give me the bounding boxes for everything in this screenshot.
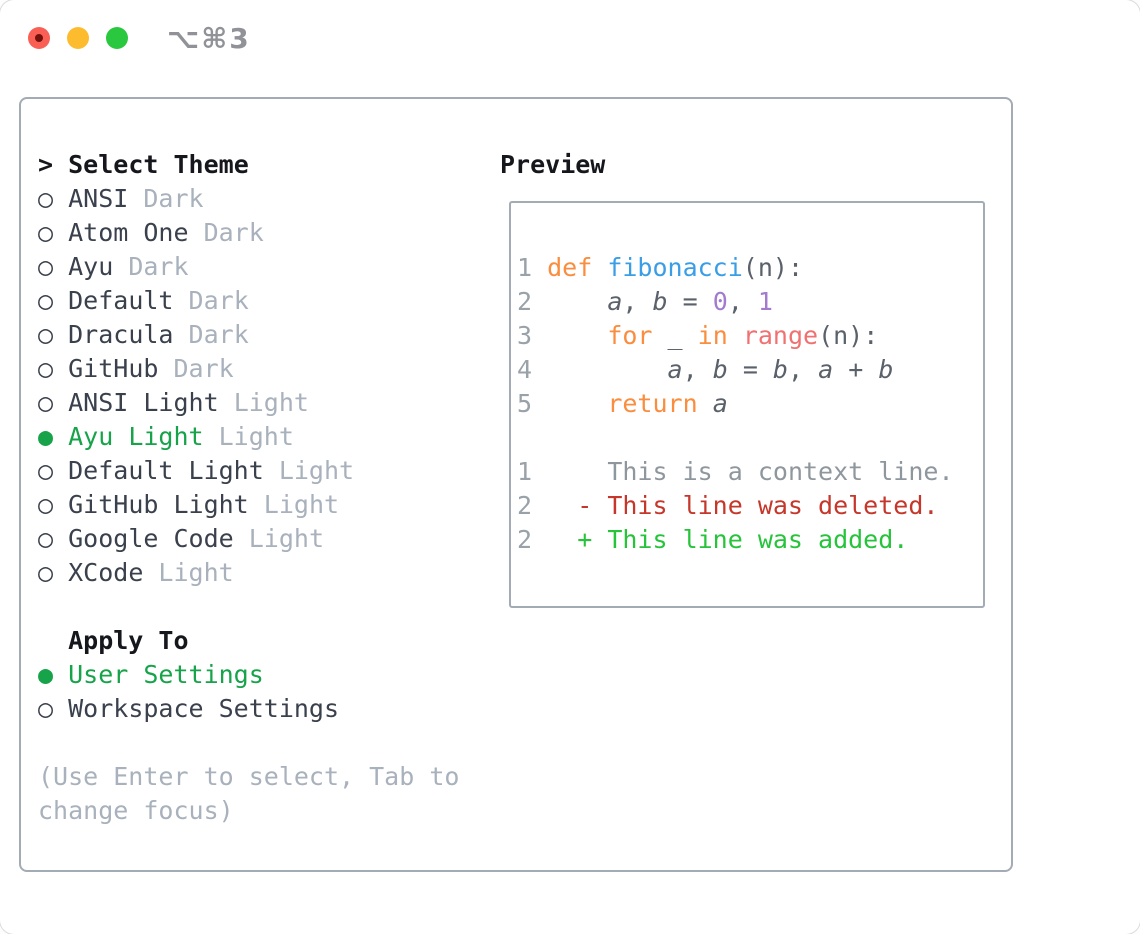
theme-option[interactable]: ○ Default Dark: [38, 286, 249, 315]
code-text: + This line was added.: [547, 525, 909, 554]
code-text: a, b = 0, 1: [607, 287, 773, 316]
code-text: a, b = b, a + b: [667, 355, 894, 384]
theme-picker-column: > Select Theme ○ ANSI Dark ○ Atom One Da…: [38, 148, 459, 828]
theme-option[interactable]: ○ GitHub Dark: [38, 354, 234, 383]
radio-icon: ○: [38, 558, 54, 587]
radio-icon: ○: [38, 184, 54, 213]
theme-option[interactable]: ○ ANSI Light Light: [38, 388, 309, 417]
code-text: - This line was deleted.: [547, 491, 939, 520]
spacer-row: [38, 726, 459, 760]
code-text: for _ in range(n):: [607, 321, 879, 350]
code-line: 2 a, b = 0, 1: [517, 285, 983, 319]
line-number: 2: [517, 287, 548, 316]
code-line: 2 - This line was deleted.: [517, 489, 983, 523]
theme-option[interactable]: ○ XCode Light: [38, 558, 234, 587]
code-line: 5 return a: [517, 387, 983, 421]
theme-option[interactable]: ○ Default Light Light: [38, 456, 355, 485]
hint-line-2: change focus): [38, 796, 234, 825]
radio-icon: ○: [38, 524, 54, 553]
code-line: 1 This is a context line.: [517, 455, 983, 489]
theme-option[interactable]: ○ Google Code Light: [38, 524, 324, 553]
theme-option[interactable]: ● Ayu Light Light: [38, 422, 294, 451]
radio-icon: ○: [38, 490, 54, 519]
apply-to-option[interactable]: ● User Settings: [38, 660, 264, 689]
traffic-lights: [28, 27, 128, 49]
radio-icon: ○: [38, 694, 54, 723]
window-shortcut-label: ⌥⌘3: [167, 22, 251, 55]
line-number: 1: [517, 457, 548, 486]
minimize-button[interactable]: [67, 27, 89, 49]
preview-box: 1 def fibonacci(n): 2 a, b = 0, 1 3 for …: [509, 201, 985, 608]
code-line: [517, 421, 983, 455]
theme-option[interactable]: ○ GitHub Light Light: [38, 490, 340, 519]
theme-option[interactable]: ○ Ayu Dark: [38, 252, 189, 281]
close-indicator-dot: [35, 34, 43, 42]
radio-icon: ●: [38, 422, 54, 451]
theme-list: ○ ANSI Dark ○ Atom One Dark ○ Ayu Dark ○…: [38, 182, 459, 590]
spacer-row: [38, 590, 459, 624]
theme-dialog-panel: > Select Theme ○ ANSI Dark ○ Atom One Da…: [19, 97, 1013, 872]
theme-option[interactable]: ○ Atom One Dark: [38, 218, 264, 247]
hint-line-1: (Use Enter to select, Tab to: [38, 762, 460, 791]
prompt-caret-icon: >: [38, 150, 54, 179]
radio-icon: ●: [38, 660, 54, 689]
code-text: return a: [607, 389, 728, 418]
code-text: This is a context line.: [547, 457, 954, 486]
title-bar: ⌥⌘3: [0, 0, 1140, 76]
line-number: 5: [517, 389, 548, 418]
radio-icon: ○: [38, 286, 54, 315]
line-number: 2: [517, 491, 548, 520]
line-number: 2: [517, 525, 548, 554]
preview-header: Preview: [500, 148, 605, 182]
apply-to-header: Apply To: [38, 624, 459, 658]
theme-option[interactable]: ○ ANSI Dark: [38, 184, 204, 213]
close-button[interactable]: [28, 27, 50, 49]
radio-icon: ○: [38, 388, 54, 417]
select-theme-header: > Select Theme: [38, 148, 459, 182]
select-theme-title: Select Theme: [68, 150, 249, 179]
radio-icon: ○: [38, 456, 54, 485]
theme-option[interactable]: ○ Dracula Dark: [38, 320, 249, 349]
line-number: 3: [517, 321, 548, 350]
code-line: 4 a, b = b, a + b: [517, 353, 983, 387]
preview-title: Preview: [500, 150, 606, 179]
code-text: def fibonacci(n):: [547, 253, 804, 282]
apply-to-list: ● User Settings ○ Workspace Settings: [38, 658, 459, 726]
code-line: 1 def fibonacci(n):: [517, 251, 983, 285]
line-number: 1: [517, 253, 548, 282]
line-number: 4: [517, 355, 548, 384]
radio-icon: ○: [38, 320, 54, 349]
apply-to-title: Apply To: [68, 626, 189, 655]
code-preview: 1 def fibonacci(n): 2 a, b = 0, 1 3 for …: [517, 251, 983, 557]
radio-icon: ○: [38, 354, 54, 383]
apply-to-option[interactable]: ○ Workspace Settings: [38, 694, 340, 723]
code-line: 2 + This line was added.: [517, 523, 983, 557]
radio-icon: ○: [38, 218, 54, 247]
radio-icon: ○: [38, 252, 54, 281]
zoom-button[interactable]: [106, 27, 128, 49]
code-line: 3 for _ in range(n):: [517, 319, 983, 353]
